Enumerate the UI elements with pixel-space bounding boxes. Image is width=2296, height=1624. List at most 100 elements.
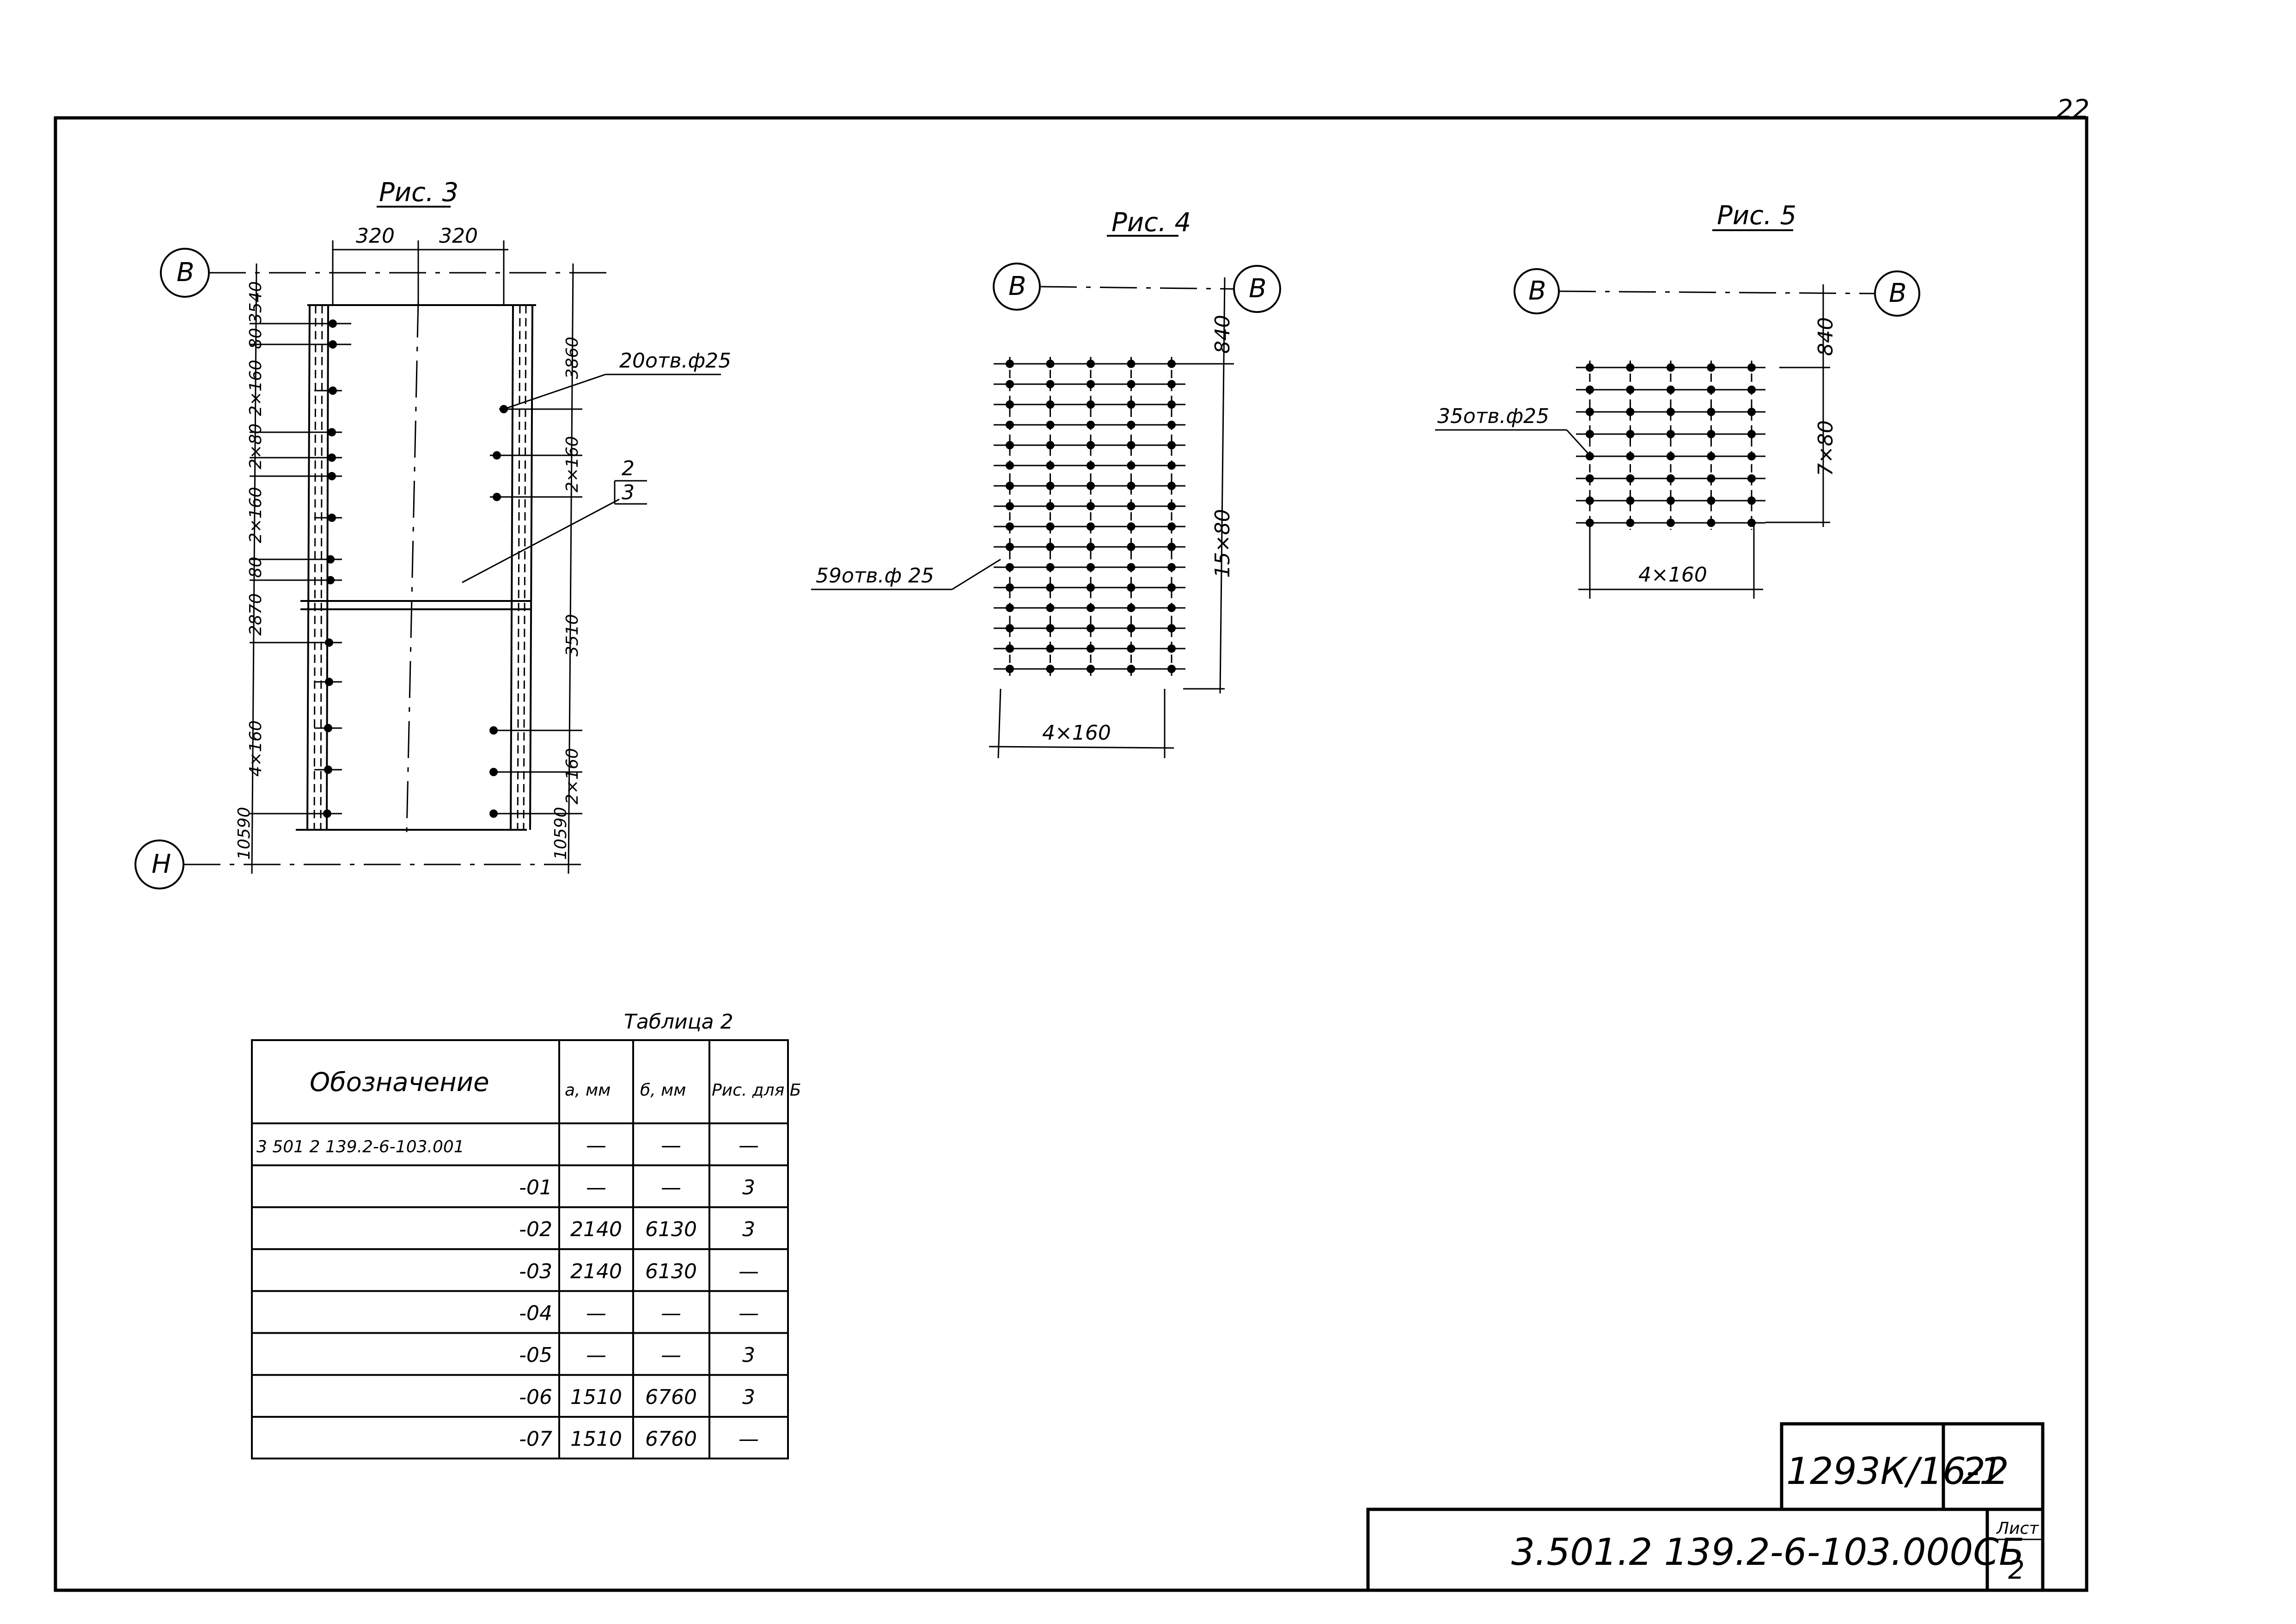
fig3-position-den: 3 bbox=[622, 481, 635, 504]
fig3-left-dim-5: 2×160 bbox=[246, 487, 265, 543]
fig5-hole bbox=[1747, 430, 1756, 438]
fig5-hole bbox=[1667, 430, 1675, 438]
fig5-title: Рис. 5 bbox=[1717, 201, 1796, 231]
fig3-left-dim-4: 2×80 bbox=[246, 423, 265, 469]
table-caption: Таблица 2 bbox=[624, 1010, 733, 1034]
fig4-hole bbox=[1006, 441, 1014, 449]
fig4-axis-left-label: В bbox=[1008, 271, 1026, 301]
table-cell: 2140 bbox=[570, 1218, 622, 1241]
fig4-dim-bottom: 4×160 bbox=[1042, 721, 1111, 745]
stamp-sheet-label: Лист bbox=[1996, 1519, 2039, 1538]
fig3-left-dim-2: 80 bbox=[246, 328, 265, 349]
fig5-axis-right-label: В bbox=[1889, 278, 1906, 308]
table-cell: -06 bbox=[519, 1385, 552, 1409]
table-cell: 3 bbox=[742, 1218, 755, 1241]
fig5-hole bbox=[1586, 408, 1594, 416]
table-cell: 1510 bbox=[570, 1428, 622, 1451]
fig4-hole bbox=[1087, 583, 1095, 592]
fig4-hole bbox=[1167, 400, 1176, 409]
fig4-hole bbox=[1046, 583, 1055, 592]
fig4-holes-label: 59отв.ф 25 bbox=[816, 564, 934, 588]
fig5-hole bbox=[1586, 430, 1594, 438]
stamp-sheet-value: 2 bbox=[2008, 1555, 2025, 1585]
fig4-hole bbox=[1087, 482, 1095, 490]
table-header-b: б, мм bbox=[640, 1081, 686, 1100]
fig4-hole-grid bbox=[994, 357, 1185, 676]
table-cell: 1510 bbox=[570, 1385, 622, 1409]
fig3-right-dim-1: 3860 bbox=[563, 337, 582, 379]
fig4-hole bbox=[1046, 400, 1055, 409]
figure-5: Рис. 5 В В 840 7×80 4×160 35отв.ф25 bbox=[1435, 201, 1920, 599]
fig4-hole bbox=[1046, 624, 1055, 632]
fig5-axis-left-label: В bbox=[1528, 276, 1546, 306]
fig4-hole bbox=[1006, 482, 1014, 490]
table-cell: — bbox=[661, 1302, 681, 1325]
table-cell: — bbox=[586, 1343, 606, 1367]
fig4-hole bbox=[1167, 441, 1176, 449]
fig5-hole bbox=[1626, 430, 1635, 438]
fig4-hole bbox=[1046, 543, 1055, 551]
fig3-axis-bottom-label: Н bbox=[152, 849, 171, 879]
fig4-hole bbox=[1127, 543, 1136, 551]
table-cell: -01 bbox=[519, 1176, 552, 1199]
table-cell: — bbox=[739, 1134, 759, 1158]
table-cell: 3 bbox=[742, 1343, 755, 1367]
fig4-hole bbox=[1127, 624, 1136, 632]
fig3-left-dim-8: 4×160 bbox=[246, 720, 265, 777]
fig4-hole bbox=[1006, 543, 1014, 551]
fig5-hole bbox=[1707, 430, 1716, 438]
table-cell: -07 bbox=[519, 1428, 552, 1451]
fig5-dim-bottom: 4×160 bbox=[1638, 563, 1707, 587]
fig5-hole bbox=[1747, 496, 1756, 505]
fig4-hole bbox=[1006, 583, 1014, 592]
table-cell: -03 bbox=[519, 1260, 552, 1283]
table-cell: — bbox=[586, 1134, 606, 1158]
fig5-hole bbox=[1747, 408, 1756, 416]
fig4-dim-top: 840 bbox=[1211, 315, 1234, 354]
fig4-hole bbox=[1167, 624, 1176, 632]
fig4-hole bbox=[1127, 441, 1136, 449]
fig5-hole bbox=[1626, 496, 1635, 505]
fig3-left-dim-6: 80 bbox=[246, 557, 265, 578]
table-header-a: а, мм bbox=[565, 1081, 611, 1100]
fig3-right-dim-2: 2×160 bbox=[563, 436, 582, 492]
fig3-right-holes bbox=[489, 405, 582, 818]
fig4-hole bbox=[1127, 482, 1136, 490]
fig4-hole bbox=[1167, 482, 1176, 490]
table-cell: 6760 bbox=[645, 1385, 697, 1409]
fig3-top-dim-2: 320 bbox=[439, 224, 478, 248]
fig5-hole bbox=[1667, 496, 1675, 505]
fig4-axis-right-label: В bbox=[1249, 274, 1266, 304]
table-cell: — bbox=[586, 1176, 606, 1199]
fig4-hole bbox=[1087, 543, 1095, 551]
table-cell: — bbox=[661, 1176, 681, 1199]
fig4-dim-right: 15×80 bbox=[1211, 509, 1234, 578]
fig3-left-dim-1: 3540 bbox=[246, 281, 265, 324]
fig5-hole bbox=[1626, 408, 1635, 416]
table-header-designation: Обозначение bbox=[310, 1067, 489, 1097]
fig4-hole bbox=[1087, 624, 1095, 632]
fig5-hole bbox=[1667, 408, 1675, 416]
fig3-right-dim-5: 10590 bbox=[551, 807, 570, 860]
fig3-left-holes bbox=[250, 319, 351, 818]
fig3-top-dim-1: 320 bbox=[356, 224, 395, 248]
fig5-hole bbox=[1707, 496, 1716, 505]
table-cell: — bbox=[661, 1343, 681, 1367]
title-block: 1293К/16-1 22 3.501.2 139.2-6-103.000СБ … bbox=[1366, 1422, 2045, 1590]
figure-4: Рис. 4 В В 840 15×80 4×160 59отв.ф 25 bbox=[811, 208, 1281, 759]
table-cell: 6130 bbox=[645, 1218, 697, 1241]
table-cell: 3 bbox=[742, 1176, 755, 1199]
fig3-right-dim-4: 2×160 bbox=[563, 748, 582, 804]
fig4-hole bbox=[1087, 400, 1095, 409]
table-cell: 6130 bbox=[645, 1260, 697, 1283]
table-cell: 6760 bbox=[645, 1428, 697, 1451]
fig3-title: Рис. 3 bbox=[379, 178, 458, 208]
table-cell: — bbox=[739, 1260, 759, 1283]
figure-3: Рис. 3 В Н 320 320 bbox=[134, 178, 731, 889]
fig4-hole bbox=[1046, 441, 1055, 449]
fig4-hole bbox=[1006, 624, 1014, 632]
fig5-dim-top: 840 bbox=[1814, 317, 1838, 356]
table-cell: — bbox=[739, 1302, 759, 1325]
table-cell: -04 bbox=[519, 1302, 552, 1325]
